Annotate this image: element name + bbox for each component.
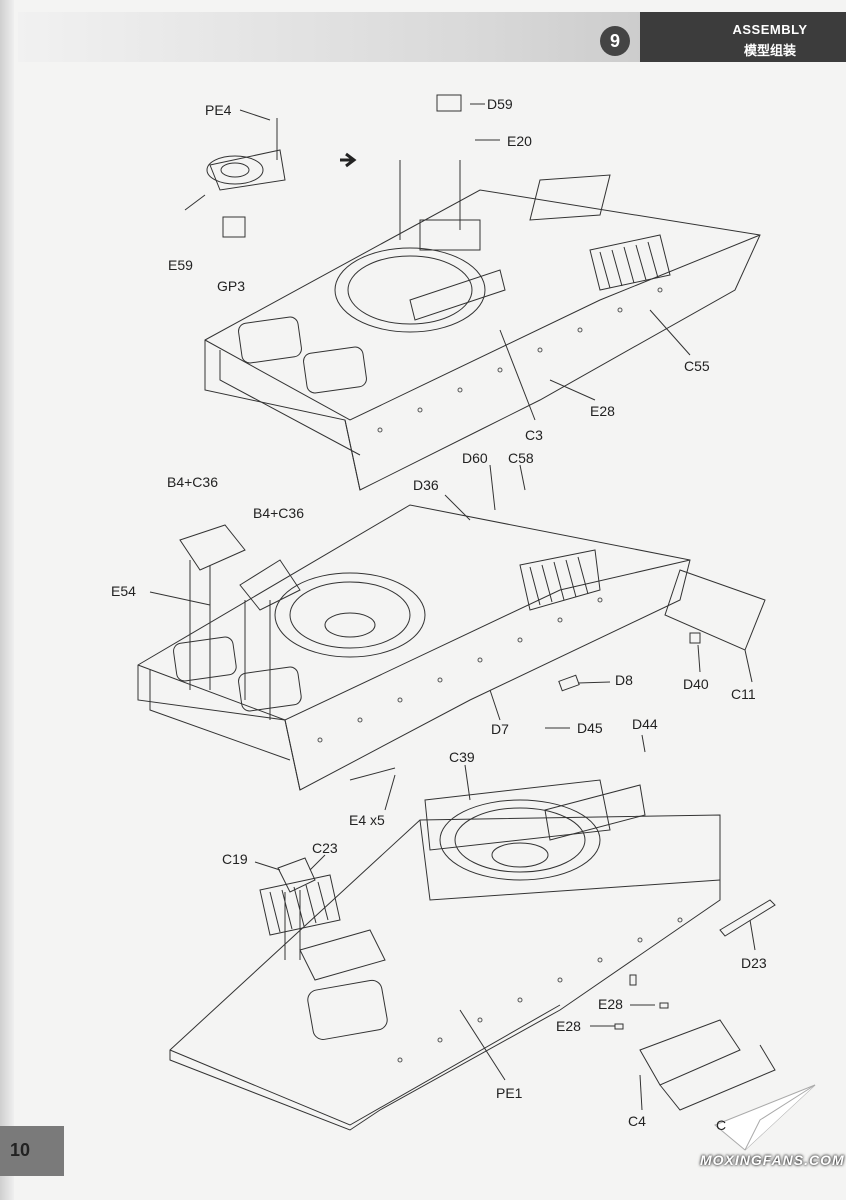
label-e4: E4 x5 [349, 812, 385, 828]
label-b4-c36-right: B4+C36 [253, 505, 304, 521]
label-c-partial: C [716, 1117, 727, 1133]
label-c11: C11 [731, 686, 756, 702]
section-title-cn: 模型组装 [743, 43, 796, 58]
label-c3: C3 [525, 427, 543, 443]
label-pe4: PE4 [205, 102, 232, 118]
label-d40: D40 [683, 676, 709, 692]
step-number-badge: 9 [600, 26, 630, 56]
label-gp3: GP3 [217, 278, 246, 294]
label-e54: E54 [111, 583, 136, 599]
header-section-box [640, 12, 846, 62]
diagram-3-hull [169, 727, 776, 1131]
label-c23: C23 [312, 840, 338, 856]
label-e28-lower: E28 [556, 1018, 581, 1034]
paper-plane-logo [714, 1084, 816, 1151]
diagram-1-hull [184, 94, 761, 491]
label-e20: E20 [507, 133, 532, 149]
label-d36: D36 [413, 477, 439, 493]
label-d23: D23 [741, 955, 767, 971]
label-c58: C58 [508, 450, 534, 466]
page-number-box [0, 1126, 64, 1176]
label-e28: E28 [590, 403, 615, 419]
label-e59: E59 [168, 257, 193, 273]
page-spine-shadow [0, 0, 14, 1200]
label-b4-c36-left: B4+C36 [167, 474, 218, 490]
label-c4: C4 [628, 1113, 646, 1129]
label-d59: D59 [487, 96, 513, 112]
watermark-text: MOXINGFANS.COM [700, 1152, 845, 1168]
label-d8: D8 [615, 672, 633, 688]
label-c39: C39 [449, 749, 475, 765]
label-pe1: PE1 [496, 1085, 523, 1101]
section-title-en: ASSEMBLY [732, 22, 808, 37]
label-d60: D60 [462, 450, 488, 466]
label-e28-upper: E28 [598, 996, 623, 1012]
label-c55: C55 [684, 358, 710, 374]
label-c19: C19 [222, 851, 248, 867]
page-number: 10 [10, 1140, 31, 1160]
diagram-2-hull [137, 464, 766, 811]
label-d45: D45 [577, 720, 603, 736]
label-d7: D7 [491, 721, 509, 737]
label-d44: D44 [632, 716, 658, 732]
